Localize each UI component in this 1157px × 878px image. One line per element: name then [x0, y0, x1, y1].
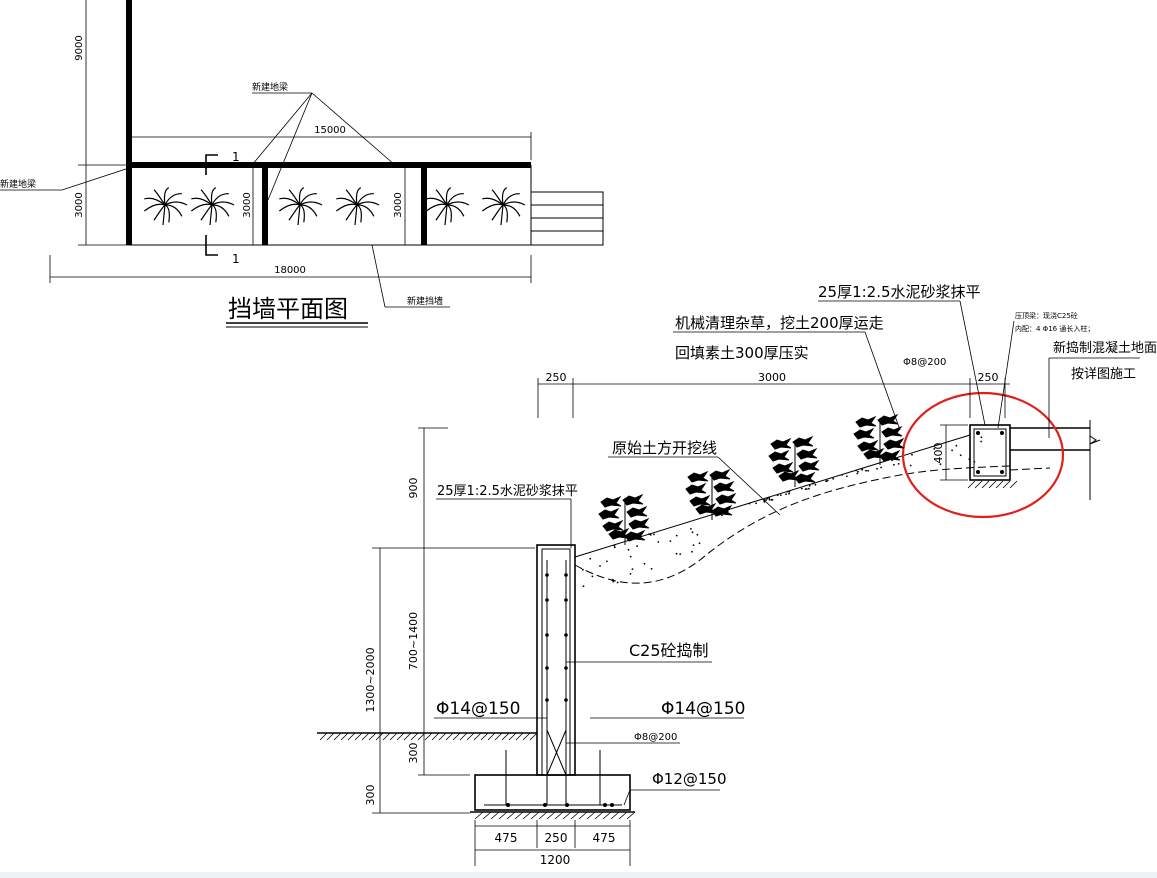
section-fill-dots	[582, 436, 983, 588]
plan-dim-bay-1: 3000	[242, 192, 253, 217]
note-wall-mortar: 25厚1:2.5水泥砂浆抹平	[437, 484, 578, 499]
bottom-scrollbar-strip	[0, 872, 1157, 878]
note-excavation: 原始土方开挖线	[612, 439, 717, 457]
plant-icon	[481, 187, 526, 226]
section-wall-stem	[536, 544, 576, 776]
section-slope-line	[574, 434, 971, 558]
section-mark-top: 1	[232, 150, 240, 164]
plan-dim-3000-left: 3000	[74, 192, 85, 217]
section-rebar-dots	[506, 573, 614, 807]
dim-v-900: 900	[407, 478, 420, 499]
note-clear-2: 回填素土300厚压实	[675, 344, 809, 362]
shrub-icon	[853, 413, 905, 465]
footing-hatch	[474, 811, 636, 820]
plan-label-new-beam-left: 新建地梁	[0, 178, 36, 190]
dim-v-300-b: 300	[364, 785, 377, 806]
section-view: 250 3000 250 900 700~1400 1300~2000 300 …	[317, 283, 1157, 867]
shrub-icon	[685, 468, 737, 520]
note-concrete: C25砼捣制	[629, 641, 709, 660]
dim-v-400: 400	[932, 443, 945, 464]
rebar-stirrup: Φ8@200	[634, 732, 677, 743]
plan-steps	[530, 191, 604, 246]
note-clear-1: 机械清理杂草，挖土200厚运走	[675, 314, 884, 332]
dim-v-300-a: 300	[407, 743, 420, 764]
dim-h-250-left: 250	[546, 371, 567, 384]
dim-foot-475-right: 475	[593, 831, 616, 845]
plan-dim-18000: 18000	[274, 265, 306, 276]
dim-foot-475-left: 475	[495, 831, 518, 845]
plan-title: 挡墙平面图	[228, 295, 348, 323]
dim-h-3000: 3000	[758, 371, 786, 384]
beam-note-1: 压顶梁：现浇C25砼	[1015, 311, 1078, 320]
plant-icon	[190, 187, 235, 226]
section-footing	[474, 774, 631, 811]
beam-note-2: 内配：4 Φ16 通长入柱；	[1015, 324, 1094, 333]
dim-foot-250: 250	[545, 831, 568, 845]
section-shrubs	[598, 413, 905, 545]
plan-view: 9000 3000 3000 3000 15000 18000 新建地梁 新建地…	[0, 0, 604, 328]
plant-icon	[425, 187, 470, 226]
rebar-right: Φ14@150	[661, 699, 745, 719]
ground-note-2: 按详图施工	[1071, 367, 1136, 382]
section-excavation-curve	[574, 465, 1011, 584]
plan-plants	[143, 187, 526, 226]
dim-foot-1200: 1200	[540, 853, 571, 867]
highlight-ellipse	[901, 391, 1065, 519]
plan-label-new-wall: 新建挡墙	[407, 295, 443, 307]
section-capping-beam	[969, 424, 1011, 481]
plant-icon	[335, 187, 380, 226]
plan-dim-15000: 15000	[314, 125, 346, 136]
beam-hatch	[967, 480, 1018, 489]
rebar-beam-stirrup: Φ8@200	[903, 357, 946, 368]
section-cut-mark: 1 1	[205, 150, 240, 266]
section-mark-bottom: 1	[232, 252, 240, 266]
plan-dim-bay-2: 3000	[393, 192, 404, 217]
plan-label-new-beam-top: 新建地梁	[252, 81, 288, 93]
shrub-icon	[768, 435, 820, 487]
ground-note-1: 新捣制混凝土地面	[1053, 340, 1157, 356]
rebar-left: Φ14@150	[436, 699, 520, 719]
plant-icon	[278, 187, 323, 226]
shrub-icon	[598, 493, 650, 545]
rebar-footing: Φ12@150	[652, 770, 727, 788]
dim-h-250-right: 250	[978, 371, 999, 384]
dim-v-700-1400: 700~1400	[407, 612, 420, 670]
ground-hatch	[319, 732, 538, 741]
dim-v-1300-2000: 1300~2000	[364, 647, 377, 712]
plan-dim-9000: 9000	[74, 35, 85, 60]
plant-icon	[143, 187, 188, 226]
note-top-mortar: 25厚1:2.5水泥砂浆抹平	[818, 283, 981, 301]
